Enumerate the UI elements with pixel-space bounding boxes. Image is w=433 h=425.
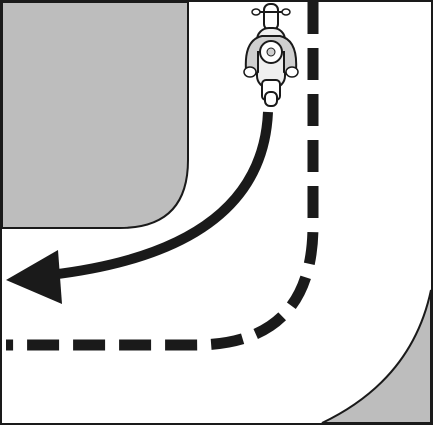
corner-block-bottom-right: [321, 289, 432, 424]
turn-path-line: [49, 111, 273, 280]
motorcycle-rider-icon: [243, 3, 299, 107]
lane-dashed-line: [6, 2, 319, 351]
corner-block-top-left: [1, 1, 189, 229]
turn-arrowhead-icon: [6, 250, 62, 304]
